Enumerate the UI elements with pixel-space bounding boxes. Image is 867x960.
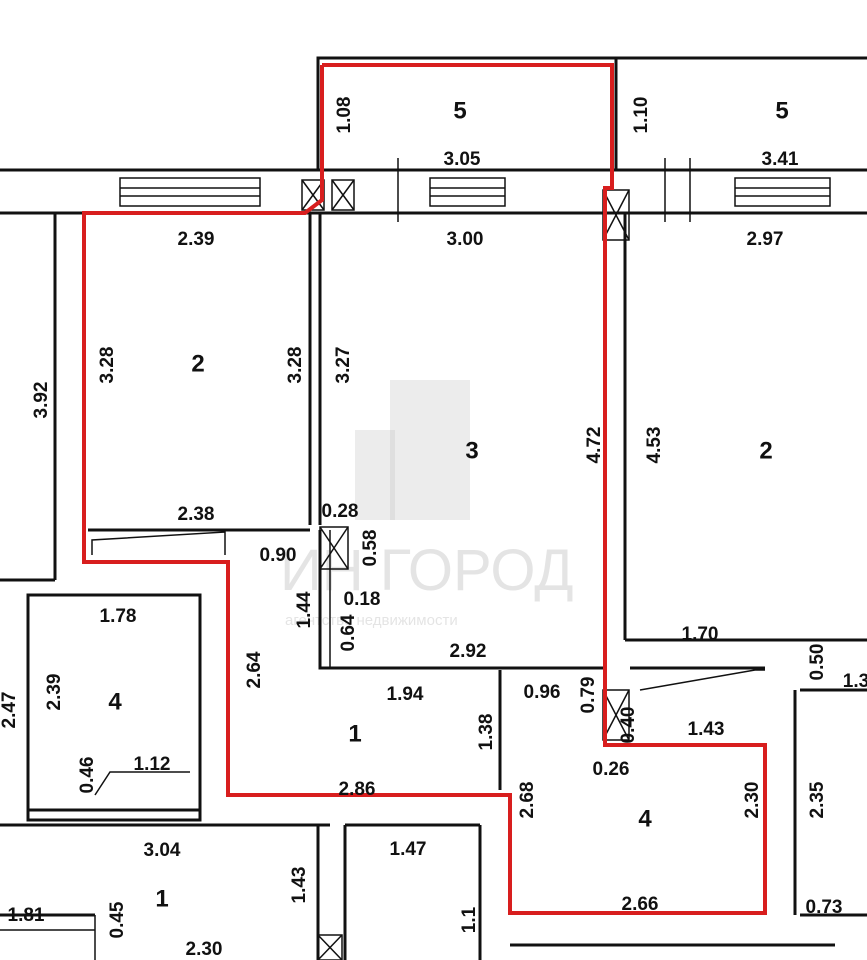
dimension-label: 0.40 [618, 707, 639, 744]
dimension-label: 0.64 [338, 614, 359, 651]
watermark-building-icon-small [355, 430, 395, 520]
dimension-label: 2.39 [178, 229, 215, 250]
dimension-label: 3.27 [333, 347, 354, 384]
dimension-label: 2.68 [517, 782, 538, 819]
dimension-label: 0.79 [578, 677, 599, 714]
dimension-label: 0.96 [524, 682, 561, 703]
dimension-label: 3.05 [444, 149, 481, 170]
watermark-building-icon [390, 380, 470, 520]
dimension-label: 2.30 [186, 939, 223, 960]
dimension-label: 0.28 [322, 501, 359, 522]
dimension-label: 0.26 [593, 759, 630, 780]
dimension-label: 0.90 [260, 545, 297, 566]
dimension-label: 2.39 [44, 674, 65, 711]
dimension-label: 3.28 [285, 347, 306, 384]
dimension-label: 2.38 [178, 504, 215, 525]
dimension-label: 1.43 [289, 867, 310, 904]
room-number-bedroom-left: 2 [191, 350, 204, 377]
dimension-label: 1.38 [476, 714, 497, 751]
dimension-label: 2.30 [742, 782, 763, 819]
dimension-labels: 1.08 3.05 1.10 3.41 2.39 3.00 2.97 3.28 3.28 3.27… [0, 97, 867, 960]
dimension-label: 1.08 [334, 97, 355, 134]
dimension-label: 1.10 [631, 97, 652, 134]
watermark-name: ИН ГОРОД [280, 538, 573, 603]
dimension-label: 3.00 [447, 229, 484, 250]
ventilation-shafts [301, 179, 630, 960]
room-number-hall-bottom: 1 [155, 885, 168, 912]
dimension-label: 0.18 [344, 589, 381, 610]
dimension-label: 1.43 [688, 719, 725, 740]
dimension-label: 2.66 [622, 894, 659, 915]
dimension-label: 2.47 [0, 692, 20, 729]
dimension-label: 1.44 [294, 591, 315, 628]
dimension-label: 1.70 [682, 624, 719, 645]
dimension-label: 3.92 [31, 382, 52, 419]
highlighted-apartment-outline [82, 63, 767, 915]
dimension-label: 2.86 [339, 779, 376, 800]
dimension-label: 4.53 [644, 427, 665, 464]
room-number-bedroom-right: 2 [759, 437, 772, 464]
dimension-label: 3.04 [144, 840, 181, 861]
dimension-label: 0.58 [360, 530, 381, 567]
room-number-bath-right: 4 [638, 805, 652, 832]
dimension-label: 2.35 [807, 781, 828, 818]
watermark-tagline: агентство недвижимости [285, 612, 458, 629]
dimension-label: 1.12 [134, 754, 171, 775]
dimension-label: 2.97 [747, 229, 784, 250]
room-number-hall: 1 [348, 720, 361, 747]
dimension-label: 1.81 [8, 905, 45, 926]
room-labels: 5 5 2 3 2 1 4 4 1 [108, 97, 788, 912]
dimension-label: 0.50 [807, 644, 828, 681]
dimension-label: 0.45 [107, 901, 128, 938]
dimension-label: 3.28 [97, 347, 118, 384]
dimension-label: 2.64 [244, 651, 265, 688]
dimension-label: 1.94 [387, 684, 424, 705]
dimension-label: 1.47 [390, 839, 427, 860]
dimension-label: 1.78 [100, 606, 137, 627]
watermark: ИН ГОРОД агентство недвижимости [280, 380, 573, 629]
dimension-label: 0.73 [806, 897, 843, 918]
room-number-bath-left: 4 [108, 688, 122, 715]
room-number-balcony-right: 5 [775, 97, 788, 124]
dimension-label: 1.1 [459, 906, 480, 933]
room-number-living: 3 [465, 437, 478, 464]
room-number-balcony-left: 5 [453, 97, 466, 124]
dimension-label: 4.72 [584, 427, 605, 464]
dimension-label: 3.41 [762, 149, 799, 170]
dimension-label: 2.92 [450, 641, 487, 662]
dimension-label: 1.3 [843, 671, 867, 692]
dimension-label: 0.46 [77, 757, 98, 794]
